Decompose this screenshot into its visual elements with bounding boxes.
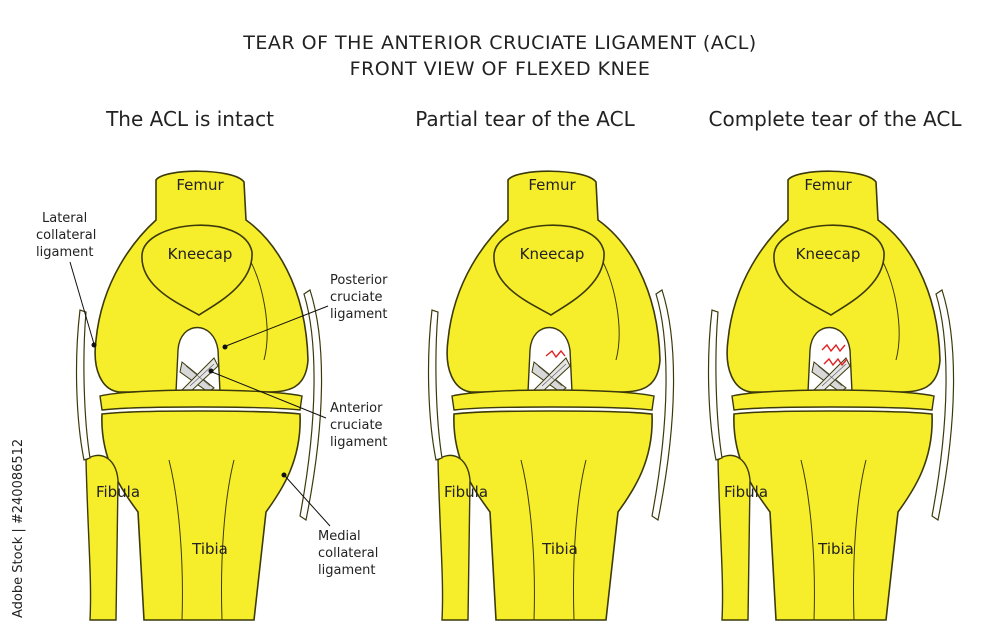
knee-panel-partial-tear: [427, 170, 675, 621]
callout-medial-collateral: Medial collateral ligament: [281, 472, 378, 578]
label-kneecap-3: Kneecap: [796, 245, 861, 263]
medial-collateral-line3: ligament: [318, 563, 375, 578]
posterior-cruciate-line3: ligament: [330, 307, 387, 322]
label-fibula-1: Fibula: [96, 483, 140, 501]
anterior-cruciate-line2: cruciate: [330, 418, 383, 433]
label-femur-2: Femur: [528, 176, 576, 194]
lateral-collateral-line3: ligament: [36, 245, 93, 260]
partial-tear-mark: [545, 349, 566, 359]
anterior-cruciate-line1: Anterior: [330, 401, 383, 416]
label-tibia-2: Tibia: [541, 540, 578, 558]
diagram-title-line2: FRONT VIEW OF FLEXED KNEE: [349, 58, 651, 80]
posterior-cruciate-line1: Posterior: [330, 273, 388, 288]
diagram-title-line1: TEAR OF THE ANTERIOR CRUCIATE LIGAMENT (…: [243, 32, 757, 54]
lateral-collateral-line2: collateral: [36, 228, 96, 243]
knee-panel-complete-tear: [707, 170, 955, 621]
label-fibula-3: Fibula: [724, 483, 768, 501]
label-kneecap-2: Kneecap: [520, 245, 585, 263]
anterior-cruciate-line3: ligament: [330, 435, 387, 450]
panel-1-subtitle: The ACL is intact: [106, 107, 274, 131]
posterior-cruciate-line2: cruciate: [330, 290, 383, 305]
label-fibula-2: Fibula: [444, 483, 488, 501]
callout-anterior-cruciate: Anterior cruciate ligament: [208, 368, 387, 450]
panel-2-subtitle: Partial tear of the ACL: [415, 107, 635, 131]
label-tibia-3: Tibia: [817, 540, 854, 558]
lateral-collateral-line1: Lateral: [42, 211, 87, 226]
label-femur-1: Femur: [176, 176, 224, 194]
callout-posterior-cruciate: Posterior cruciate ligament: [222, 273, 388, 350]
complete-tear-mark: [821, 343, 848, 367]
callout-lateral-collateral: Lateral collateral ligament: [36, 211, 97, 348]
medial-collateral-line1: Medial: [318, 529, 361, 544]
label-femur-3: Femur: [804, 176, 852, 194]
label-kneecap-1: Kneecap: [168, 245, 233, 263]
label-tibia-1: Tibia: [191, 540, 228, 558]
stock-watermark-text: Adobe Stock | #240086512: [11, 439, 26, 618]
panel-3-subtitle: Complete tear of the ACL: [708, 107, 962, 131]
medial-collateral-line2: collateral: [318, 546, 378, 561]
